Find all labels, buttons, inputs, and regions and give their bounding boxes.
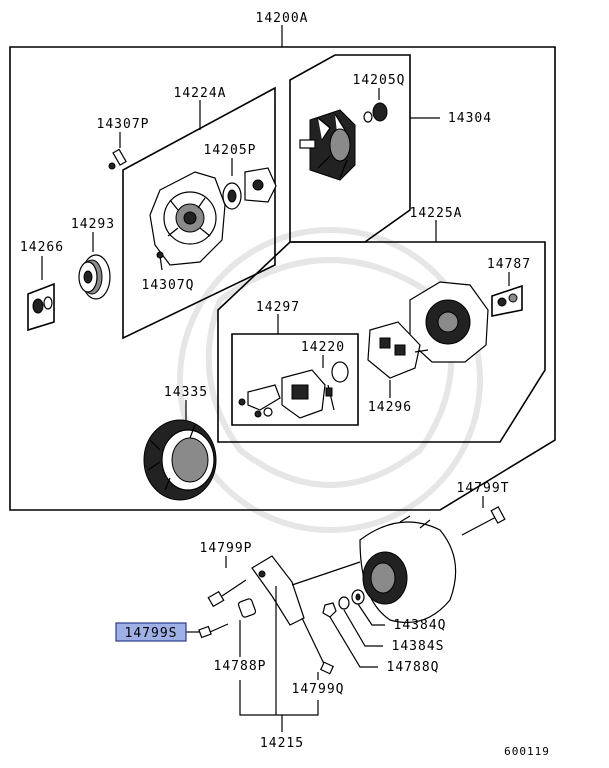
label-bracket[interactable]: 14215 bbox=[260, 736, 304, 751]
assembly-group: 14200A bbox=[9, 11, 556, 511]
diagram-code: 600119 bbox=[504, 745, 550, 758]
label-terminal-set[interactable]: 14787 bbox=[487, 257, 531, 272]
nut-washer-part[interactable] bbox=[32, 296, 53, 314]
label-bolt-s[interactable]: 14799S bbox=[125, 626, 178, 641]
alternator-body-part[interactable] bbox=[359, 515, 457, 624]
bolt-s-part[interactable] bbox=[198, 623, 229, 639]
label-nut-washer[interactable]: 14266 bbox=[20, 240, 64, 255]
label-assembly[interactable]: 14200A bbox=[256, 11, 309, 26]
bolt-q-part[interactable] bbox=[301, 617, 335, 675]
label-pulley[interactable]: 14293 bbox=[71, 217, 115, 232]
label-rectifier[interactable]: 14296 bbox=[368, 400, 412, 415]
bracket-part[interactable] bbox=[251, 555, 361, 626]
brush-part[interactable] bbox=[325, 361, 349, 411]
label-bushing[interactable]: 14788P bbox=[214, 659, 267, 674]
front-housing-part[interactable] bbox=[409, 281, 489, 363]
label-rotor[interactable]: 14304 bbox=[448, 111, 492, 126]
front-group: 14225A 14787 14297 14220 bbox=[217, 206, 546, 443]
regulator-part[interactable] bbox=[238, 369, 326, 419]
label-bolt-q[interactable]: 14799Q bbox=[292, 682, 345, 697]
label-rear-bracket[interactable]: 14224A bbox=[174, 86, 227, 101]
label-stator[interactable]: 14335 bbox=[164, 385, 208, 400]
rotor-bearing-part[interactable] bbox=[363, 102, 388, 123]
watermark bbox=[177, 227, 483, 533]
bolt-p-part[interactable] bbox=[207, 579, 247, 608]
bushing-part[interactable] bbox=[237, 598, 257, 618]
rear-bracket-group: 14224A 14205P 14307P 14 bbox=[20, 86, 277, 340]
rectifier-part[interactable] bbox=[367, 321, 429, 379]
screw-top-part[interactable] bbox=[108, 148, 127, 170]
pulley-part[interactable] bbox=[78, 254, 111, 300]
screw-bottom-part[interactable] bbox=[156, 251, 164, 271]
label-bearing-rear[interactable]: 14205P bbox=[204, 143, 257, 158]
label-nut-q[interactable]: 14384Q bbox=[394, 618, 447, 633]
label-nut-788q[interactable]: 14788Q bbox=[387, 660, 440, 675]
rotor-group: 14304 14205Q bbox=[289, 54, 492, 243]
label-bolt-t[interactable]: 14799T bbox=[457, 481, 510, 496]
label-screw-bottom[interactable]: 14307Q bbox=[142, 278, 195, 293]
nut-q-part[interactable] bbox=[351, 589, 365, 605]
bolt-t-part[interactable] bbox=[461, 506, 506, 536]
label-screw-top[interactable]: 14307P bbox=[97, 117, 150, 132]
nut-s-part[interactable] bbox=[338, 596, 350, 610]
bracket-leader bbox=[239, 586, 319, 732]
label-regulator-group[interactable]: 14297 bbox=[256, 300, 300, 315]
label-nut-s[interactable]: 14384S bbox=[392, 639, 445, 654]
label-brush[interactable]: 14220 bbox=[301, 340, 345, 355]
label-bolt-p[interactable]: 14799P bbox=[200, 541, 253, 556]
stator-group: 14335 bbox=[143, 385, 217, 501]
rear-bracket-part[interactable] bbox=[149, 171, 226, 266]
label-rotor-bearing[interactable]: 14205Q bbox=[353, 73, 406, 88]
highlight-bolt-s[interactable]: 14799S bbox=[115, 622, 187, 642]
terminal-set-part[interactable] bbox=[497, 293, 518, 307]
nut-788q-part[interactable] bbox=[322, 602, 337, 618]
rotor-part[interactable] bbox=[299, 109, 356, 181]
bearing-rear-part[interactable] bbox=[222, 167, 277, 210]
stator-part[interactable] bbox=[143, 419, 217, 501]
label-front-group[interactable]: 14225A bbox=[410, 206, 463, 221]
